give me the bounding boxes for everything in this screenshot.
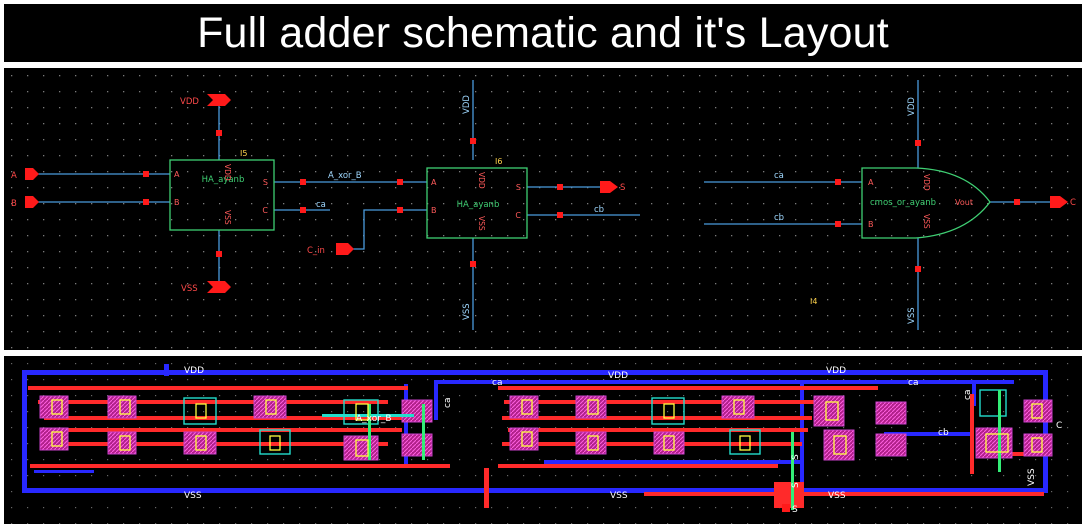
instance-I4[interactable]: I4 cmos_or_ayanb A B Vout VDD VSS [810, 167, 991, 306]
layout-label-vss-2: VSS [610, 491, 628, 501]
net-label-ca-1: ca [316, 200, 326, 210]
I5-pin-C: C [262, 206, 268, 215]
pin-label-S: S [620, 183, 625, 193]
I4-pin-VSS: VSS [922, 214, 931, 229]
I5-pin-VSS: VSS [223, 210, 232, 225]
net-label-cb-1: cb [594, 205, 604, 215]
pin-Cin-shape[interactable] [336, 243, 354, 255]
net-label-a-xor-b: A_xor_B [328, 171, 362, 181]
I6-pin-VSS: VSS [477, 216, 486, 231]
layout-label-s-3: S [792, 505, 798, 515]
layout-canvas[interactable]: VDD VDD VDD VSS VSS VSS VSS ca ca ca ca … [4, 356, 1082, 524]
layout-label-a-xor-b: A_xor_B [356, 414, 392, 424]
I5-pin-S: S [263, 178, 268, 187]
net-label-ca-2: ca [774, 171, 784, 181]
layout-label-vdd-2: VDD [608, 371, 628, 381]
pin-VSS-shape[interactable] [207, 281, 231, 293]
I6-pin-S: S [516, 183, 521, 192]
instance-ref-I6: I6 [495, 157, 502, 166]
instance-cell-I6: HA_ayanb [457, 200, 500, 210]
I6-pin-A: A [431, 178, 437, 187]
I5-pin-B: B [174, 198, 180, 207]
layout-label-vss-3: VSS [828, 491, 846, 501]
metal1-rails [22, 364, 1048, 493]
net-label-cb-2: cb [774, 213, 784, 223]
I6-pin-C: C [515, 211, 521, 220]
I6-pin-B: B [431, 206, 437, 215]
layout-label-s-1: S [791, 454, 801, 460]
layout-label-vss-4: VSS [1027, 468, 1037, 486]
schematic-canvas[interactable]: I5 HA_ayanb A B S C VDD VSS I6 HA_ayanb … [4, 68, 1082, 350]
pin-label-B: B [11, 199, 17, 209]
pin-label-C: C [1070, 198, 1076, 208]
net-label-vss-I4: VSS [907, 307, 917, 324]
contacts [51, 399, 1043, 457]
instance-I6[interactable]: I6 HA_ayanb A B S C VDD VSS [426, 157, 528, 239]
pin-label-VDD: VDD [180, 97, 199, 107]
I5-pin-A: A [174, 170, 180, 179]
I4-pin-Vout: Vout [955, 198, 973, 207]
schematic-grid [4, 68, 1082, 350]
page-title: Full adder schematic and it's Layout [197, 8, 889, 57]
pin-A-shape[interactable] [25, 168, 39, 180]
title-bar: Full adder schematic and it's Layout [4, 4, 1082, 62]
pin-B-shape[interactable] [25, 196, 39, 208]
layout-label-c: C [1056, 421, 1062, 431]
layout-label-vdd-3: VDD [826, 366, 846, 376]
layout-label-ca-3: ca [443, 398, 453, 408]
instance-cell-I5: HA_ayanb [202, 175, 245, 185]
I4-pin-A: A [868, 178, 874, 187]
schematic-pins [25, 94, 1068, 293]
pin-label-C_in: C_in [307, 246, 325, 256]
wire-connection-dots [143, 130, 1020, 272]
instance-ref-I5: I5 [240, 149, 247, 158]
I4-pin-B: B [868, 220, 874, 229]
instance-cell-I4: cmos_or_ayanb [870, 198, 936, 208]
layout-pin-s-marker [782, 504, 790, 512]
layout-label-ca-4: ca [963, 390, 973, 400]
pin-label-A: A [11, 171, 17, 181]
net-label-vdd-I4: VDD [907, 97, 917, 116]
net-label-vdd-I6: VDD [462, 95, 472, 114]
layout-label-ca-1: ca [492, 378, 502, 388]
layout-label-ca-2: ca [908, 378, 918, 388]
pin-VDD-shape[interactable] [207, 94, 231, 106]
layout-label-cb: cb [938, 428, 949, 438]
pin-S-shape[interactable] [600, 181, 618, 193]
layout-label-s-2: S [791, 482, 801, 488]
pin-C-shape[interactable] [1050, 196, 1068, 208]
instance-ref-I4: I4 [810, 297, 817, 306]
I5-pin-VDD: VDD [223, 164, 232, 181]
I6-pin-VDD: VDD [477, 172, 486, 189]
I4-pin-VDD: VDD [922, 174, 931, 191]
instance-I5[interactable]: I5 HA_ayanb A B S C VDD VSS [169, 149, 275, 231]
pin-label-VSS: VSS [181, 284, 198, 294]
layout-label-vss-1: VSS [184, 491, 202, 501]
net-label-vss-I6: VSS [462, 303, 472, 320]
layout-label-vdd-1: VDD [184, 366, 204, 376]
